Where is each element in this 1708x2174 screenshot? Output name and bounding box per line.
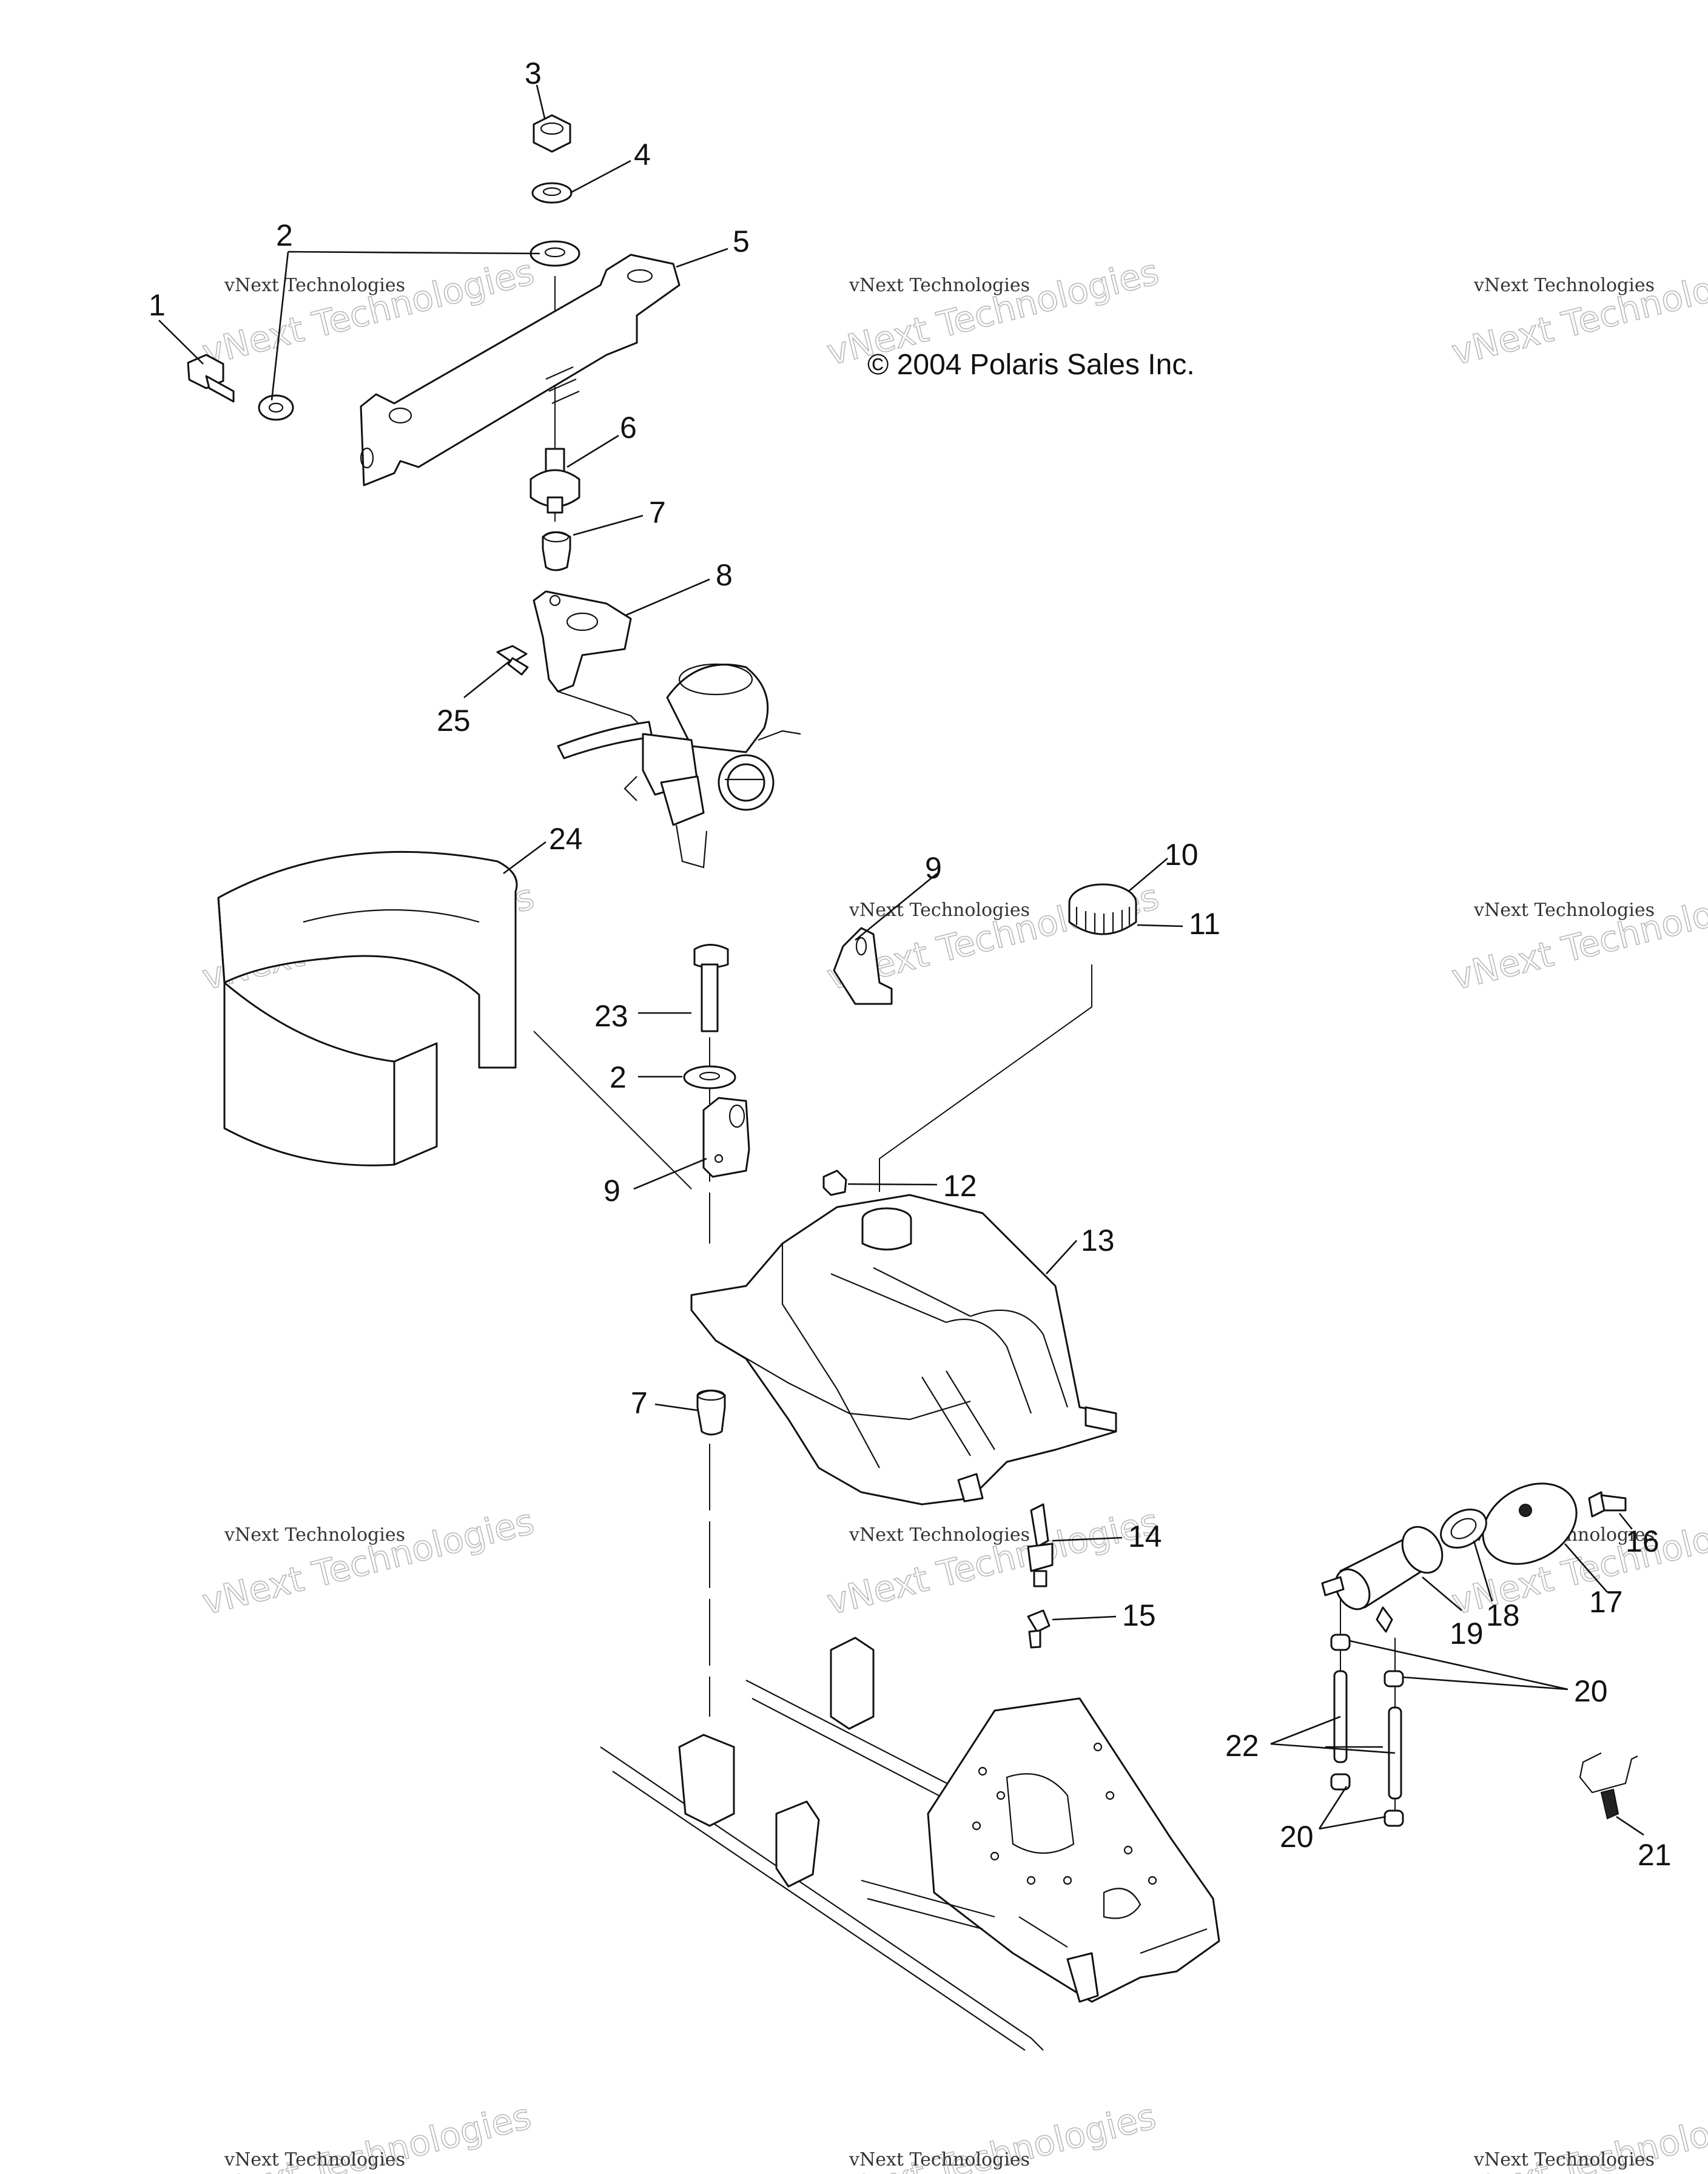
- watermark-small-top-left: vNext Technologies: [224, 275, 405, 296]
- callout-13: 13: [1081, 1223, 1115, 1257]
- callout-9-lower: 9: [604, 1174, 620, 1208]
- watermark-small-mid-right: vNext Technologies: [1473, 900, 1655, 921]
- clamp-bottom-left-part: [1330, 1773, 1351, 1791]
- callout-6: 6: [620, 411, 637, 445]
- nut-part: [533, 114, 571, 153]
- upper-bracket-part: [360, 254, 681, 486]
- watermark-small-low-left: vNext Technologies: [224, 1524, 405, 1546]
- rubber-mount-part: [530, 448, 580, 514]
- callout-18: 18: [1486, 1598, 1520, 1632]
- watermark-small-top-right: vNext Technologies: [1473, 275, 1655, 296]
- callout-16: 16: [1626, 1524, 1659, 1558]
- callout-11: 11: [1189, 907, 1220, 941]
- callout-4: 4: [634, 138, 651, 172]
- carb-plate-part: [533, 590, 632, 693]
- tank-bracket-small-part: [833, 927, 893, 1005]
- callout-22: 22: [1225, 1729, 1259, 1763]
- pump-gasket-part: [1440, 1509, 1487, 1549]
- callout-23: 23: [594, 999, 628, 1033]
- callout-21: 21: [1638, 1838, 1672, 1872]
- watermark-small-bottom-center: vNext Technologies: [849, 2149, 1030, 2170]
- tank-bracket-lower-part: [702, 1097, 750, 1178]
- copyright-text: © 2004 Polaris Sales Inc.: [867, 349, 1195, 381]
- callout-9-upper: 9: [925, 851, 942, 885]
- callout-12: 12: [943, 1169, 977, 1203]
- svg-text:vNext Technologies: vNext Technologies: [198, 1501, 538, 1623]
- watermark-small-bottom-left: vNext Technologies: [224, 2149, 405, 2170]
- lock-washer-part: [531, 182, 573, 204]
- washer-left-part: [258, 394, 294, 421]
- callout-8: 8: [716, 558, 733, 592]
- screw-part: [496, 645, 529, 676]
- well-nut-upper-part: [542, 531, 571, 571]
- callout-2-mid: 2: [610, 1060, 627, 1094]
- hose-clip-part: [1579, 1752, 1638, 1820]
- tank-fitting-part: [1027, 1609, 1051, 1649]
- callout-2-upper: 2: [276, 218, 293, 252]
- callout-7-lower: 7: [631, 1386, 648, 1420]
- callouts: 1 2 3 4 5 6 7 8 9 10 11 12 13 14 15 16 1…: [149, 56, 1672, 1872]
- watermark-small-mid-center: vNext Technologies: [849, 900, 1030, 921]
- fuel-tank-part: [690, 1194, 1117, 1506]
- watermark-small-low-center: vNext Technologies: [849, 1524, 1030, 1546]
- bolt-part: [187, 354, 235, 403]
- foam-pad-part: [217, 850, 518, 1166]
- leader-lines: [158, 84, 1644, 1836]
- callout-14: 14: [1128, 1519, 1162, 1553]
- callout-7-upper: 7: [649, 496, 666, 530]
- long-bolt-part: [693, 944, 729, 1032]
- callout-5: 5: [733, 224, 750, 258]
- svg-text:vNext Technologies: vNext Technologies: [1448, 251, 1708, 374]
- watermark-low-center: vNext Technologies: [822, 1500, 1163, 1623]
- well-nut-lower-part: [696, 1389, 726, 1436]
- callout-3: 3: [525, 56, 542, 90]
- clamp-bottom-right-part: [1384, 1809, 1404, 1827]
- gas-cap-part: [1068, 883, 1137, 935]
- pump-cover-part: [1482, 1482, 1578, 1565]
- clamp-top-right-part: [1384, 1670, 1404, 1688]
- callout-20-upper: 20: [1574, 1674, 1608, 1708]
- vehicle-frame-part: [600, 1637, 1220, 2051]
- watermark-mid-right: vNext Technologies: [1447, 875, 1708, 998]
- clip-part: [822, 1169, 847, 1196]
- callout-15: 15: [1122, 1598, 1156, 1632]
- callout-1: 1: [149, 288, 166, 322]
- washer-mid-part: [683, 1065, 736, 1089]
- watermark-small-top-center: vNext Technologies: [849, 275, 1030, 296]
- svg-text:vNext Technologies: vNext Technologies: [1448, 876, 1708, 998]
- callout-25: 25: [437, 704, 471, 738]
- callout-24: 24: [549, 822, 583, 856]
- cap-axis: [879, 964, 1092, 1192]
- callout-17: 17: [1589, 1585, 1623, 1619]
- fuel-valve-part: [1027, 1503, 1054, 1587]
- pump-screw-part: [1588, 1491, 1627, 1518]
- callout-10: 10: [1165, 838, 1199, 872]
- callout-19: 19: [1450, 1617, 1484, 1651]
- watermark-small-bottom-right: vNext Technologies: [1473, 2149, 1655, 2170]
- svg-text:vNext Technologies: vNext Technologies: [823, 1501, 1163, 1623]
- watermark-top-right: vNext Technologies: [1447, 251, 1708, 374]
- watermark-low-left: vNext Technologies: [198, 1500, 539, 1623]
- clamp-top-left-part: [1330, 1634, 1351, 1651]
- strap-axis: [533, 1031, 692, 1190]
- fuel-pump-part: [1321, 1526, 1444, 1633]
- carburetor-part: [557, 663, 801, 869]
- callout-20-lower: 20: [1280, 1820, 1314, 1854]
